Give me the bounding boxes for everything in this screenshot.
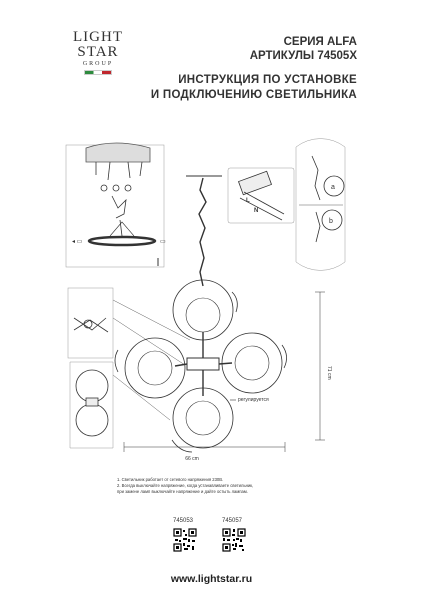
- series-name: СЕРИЯ ALFA: [283, 36, 357, 48]
- height-dimension-label: 71 cm: [326, 366, 332, 380]
- qr-code-icon: [173, 528, 197, 552]
- mounting-bracket-illustration: ◂ ▭ ▭: [65, 142, 166, 268]
- brand-logo: LIGHT STAR GROUP: [68, 30, 128, 75]
- title-line-2: И ПОДКЛЮЧЕНИЮ СВЕТИЛЬНИКА: [150, 89, 357, 101]
- callout-a: a: [331, 184, 335, 191]
- chandelier-drawing: [112, 175, 325, 453]
- note-1: 1. Светильник работает от сетевого напря…: [117, 477, 224, 482]
- logo-line-3: GROUP: [82, 61, 114, 67]
- document-title: ИНСТРУКЦИЯ ПО УСТАНОВКЕ И ПОДКЛЮЧЕНИЮ СВ…: [151, 73, 357, 103]
- globe-detail-illustration: [67, 287, 114, 449]
- wire-label-l: L: [246, 198, 250, 204]
- article-numbers: АРТИКУЛЫ 74505X: [249, 50, 357, 62]
- callout-b: b: [329, 218, 333, 225]
- note-3: при замене ламп выключайте напряжение и …: [117, 489, 248, 494]
- svg-text:◂ ▭: ◂ ▭: [72, 239, 83, 245]
- qr-code-icon: [222, 528, 246, 552]
- safety-notes: 1. Светильник работает от сетевого напря…: [117, 477, 317, 495]
- article-number-1: 745053: [173, 518, 194, 524]
- svg-text:▭: ▭: [160, 239, 166, 245]
- width-dimension-label: 66 cm: [185, 456, 199, 462]
- wire-label-n: N: [254, 208, 258, 214]
- title-line-1: ИНСТРУКЦИЯ ПО УСТАНОВКЕ: [178, 74, 357, 86]
- adjustable-label: регулируется: [238, 397, 269, 403]
- article-number-2: 745057: [222, 518, 243, 524]
- logo-line-2: STAR: [77, 44, 119, 60]
- italian-flag-icon: [84, 70, 112, 75]
- series-block: СЕРИЯ ALFA АРТИКУЛЫ 74505X: [250, 35, 357, 63]
- wiring-illustration: [227, 138, 346, 271]
- note-2: 2. Всегда выключайте напряжение, когда у…: [117, 483, 254, 488]
- website-url: www.lightstar.ru: [170, 573, 253, 585]
- logo-line-1: LIGHT: [73, 29, 123, 45]
